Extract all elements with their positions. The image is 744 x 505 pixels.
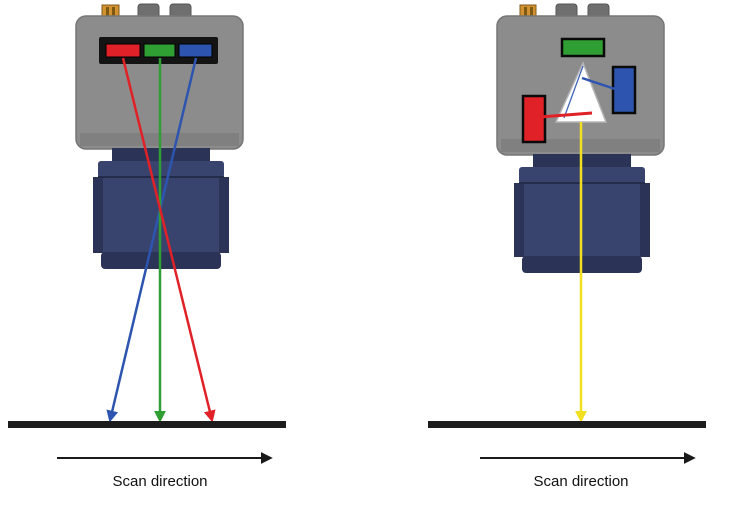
lens-barrel-edge bbox=[219, 177, 229, 253]
ribbon-connector-stripe bbox=[530, 7, 533, 17]
left-camera-unit: Scan direction bbox=[8, 3, 286, 490]
scan-direction-label: Scan direction bbox=[112, 473, 207, 490]
right-sensor-blue bbox=[611, 65, 637, 115]
scan-direction-label: Scan direction bbox=[533, 473, 628, 490]
lens-barrel-edge bbox=[640, 183, 650, 257]
left-sensor-blue bbox=[178, 43, 213, 58]
scan-surface bbox=[8, 421, 286, 428]
prism-internal-blue-edge bbox=[563, 65, 584, 119]
lens-barrel-edge bbox=[93, 177, 103, 253]
ribbon-connector-stripe bbox=[524, 7, 527, 17]
ribbon-connector-stripe bbox=[112, 7, 115, 17]
left-sensor-green bbox=[143, 43, 176, 58]
scan-surface bbox=[428, 421, 706, 428]
prism-beam-red bbox=[539, 111, 593, 119]
prism-beam-blue bbox=[581, 76, 619, 92]
right-sensor-red bbox=[521, 94, 547, 144]
right-camera-unit: Scan direction bbox=[428, 3, 706, 490]
beam-red bbox=[121, 57, 216, 423]
left-sensor-red bbox=[105, 43, 141, 58]
beam-blue bbox=[106, 57, 198, 423]
ribbon-connector-stripe bbox=[106, 7, 109, 17]
lens-barrel-edge bbox=[514, 183, 524, 257]
right-sensor-green bbox=[560, 37, 606, 58]
